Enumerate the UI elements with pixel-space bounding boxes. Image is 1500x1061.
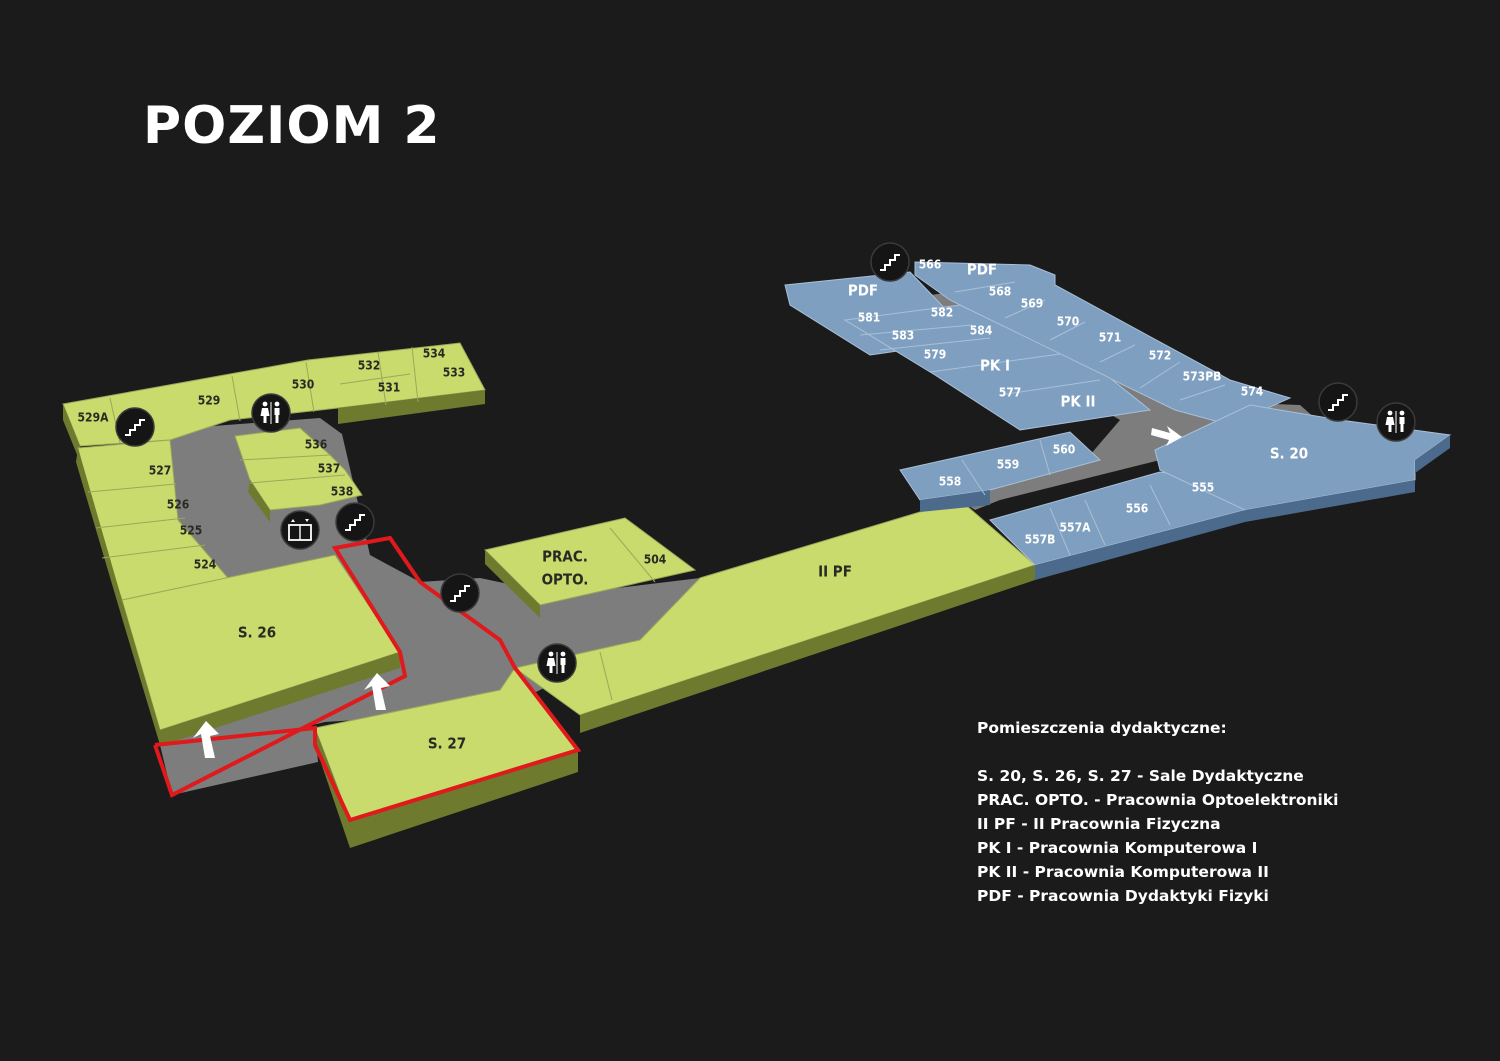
legend-line: II PF - II Pracownia Fizyczna xyxy=(977,815,1221,833)
room-label: 573PB xyxy=(1183,370,1222,384)
room-label: 557B xyxy=(1025,533,1056,547)
room-label: 560 xyxy=(1053,443,1076,457)
room-label: PK I xyxy=(980,357,1010,375)
room-label: 579 xyxy=(924,348,947,362)
room-label: 559 xyxy=(997,458,1020,472)
room-label: S. 27 xyxy=(428,735,466,753)
room-label: 571 xyxy=(1099,331,1122,345)
legend-title: Pomieszczenia dydaktyczne: xyxy=(977,719,1227,737)
stairs-icon xyxy=(440,573,480,613)
legend-line: S. 20, S. 26, S. 27 - Sale Dydaktyczne xyxy=(977,767,1304,785)
room-label: 531 xyxy=(378,381,401,395)
stairs-icon xyxy=(335,502,375,542)
legend-line: PK I - Pracownia Komputerowa I xyxy=(977,839,1258,857)
wall xyxy=(122,600,160,745)
wall xyxy=(338,390,485,424)
corridor-west xyxy=(170,445,260,578)
room-label: 569 xyxy=(1021,297,1044,311)
room-label: 555 xyxy=(1192,481,1215,495)
room-label: 530 xyxy=(292,378,315,392)
blue-wing xyxy=(784,261,1452,580)
wall xyxy=(63,404,80,462)
wall xyxy=(248,480,270,522)
room-label: 538 xyxy=(331,485,354,499)
room-label: PDF xyxy=(967,261,997,279)
room-label: 526 xyxy=(167,498,190,512)
room-label: 584 xyxy=(970,324,993,338)
room-label: 583 xyxy=(892,329,915,343)
room-label: 536 xyxy=(305,438,328,452)
room-label: PDF xyxy=(848,282,878,300)
room-label: PRAC. xyxy=(542,548,588,566)
arrow-right-icon xyxy=(1151,426,1182,446)
room-label: 558 xyxy=(939,475,962,489)
room-label: 556 xyxy=(1126,502,1149,516)
restroom-icon xyxy=(1376,402,1416,442)
elevator-icon xyxy=(280,510,320,550)
wall xyxy=(580,565,1035,733)
room-label: 572 xyxy=(1149,349,1172,363)
room-label: PK II xyxy=(1060,393,1095,411)
room-label: S. 26 xyxy=(238,624,276,642)
green-wing xyxy=(62,342,1036,848)
arrow-up-icon xyxy=(193,721,219,758)
stairs-icon xyxy=(115,407,155,447)
wall xyxy=(76,448,122,618)
room-label: 524 xyxy=(194,558,217,572)
legend-line: PDF - Pracownia Dydaktyki Fizyki xyxy=(977,887,1269,905)
restroom-icon xyxy=(537,643,577,683)
room-label: 527 xyxy=(149,464,172,478)
room-label: 570 xyxy=(1057,315,1080,329)
wall xyxy=(350,750,578,848)
room-label: 537 xyxy=(318,462,341,476)
room-label: 525 xyxy=(180,524,203,538)
wall xyxy=(315,728,350,848)
room-label: 504 xyxy=(644,553,667,567)
room-label: 557A xyxy=(1060,521,1092,535)
stairs-icon xyxy=(1318,382,1358,422)
arrow-up-icon xyxy=(364,673,390,710)
room-label: 534 xyxy=(423,347,446,361)
room-label: 566 xyxy=(919,258,942,272)
room-label: 533 xyxy=(443,366,466,380)
room-label: 581 xyxy=(858,311,881,325)
legend-line: PRAC. OPTO. - Pracownia Optoelektroniki xyxy=(977,791,1339,809)
floor-title: POZIOM 2 xyxy=(143,96,441,156)
legend: Pomieszczenia dydaktyczne: S. 20, S. 26,… xyxy=(977,716,1338,908)
restroom-icon xyxy=(251,393,291,433)
wall xyxy=(485,550,540,618)
room-label: 532 xyxy=(358,359,381,373)
labels-green: 529A 529 530 532 534 531 533 536 537 538 527 526 525… xyxy=(78,347,852,753)
room-block-pk xyxy=(843,304,1152,431)
room-label: 582 xyxy=(931,306,954,320)
legend-line: PK II - Pracownia Komputerowa II xyxy=(977,863,1269,881)
wall xyxy=(160,652,400,746)
room-label: 529 xyxy=(198,394,221,408)
room-label: 568 xyxy=(989,285,1012,299)
room-label: OPTO. xyxy=(542,571,589,589)
room-block-south-west xyxy=(899,431,1101,501)
room-label: II PF xyxy=(818,563,852,581)
room-label: 577 xyxy=(999,386,1022,400)
stairs-icon xyxy=(870,242,910,282)
room-label: S. 20 xyxy=(1270,445,1308,463)
room-label: 574 xyxy=(1241,385,1264,399)
room-label: 529A xyxy=(78,411,110,425)
